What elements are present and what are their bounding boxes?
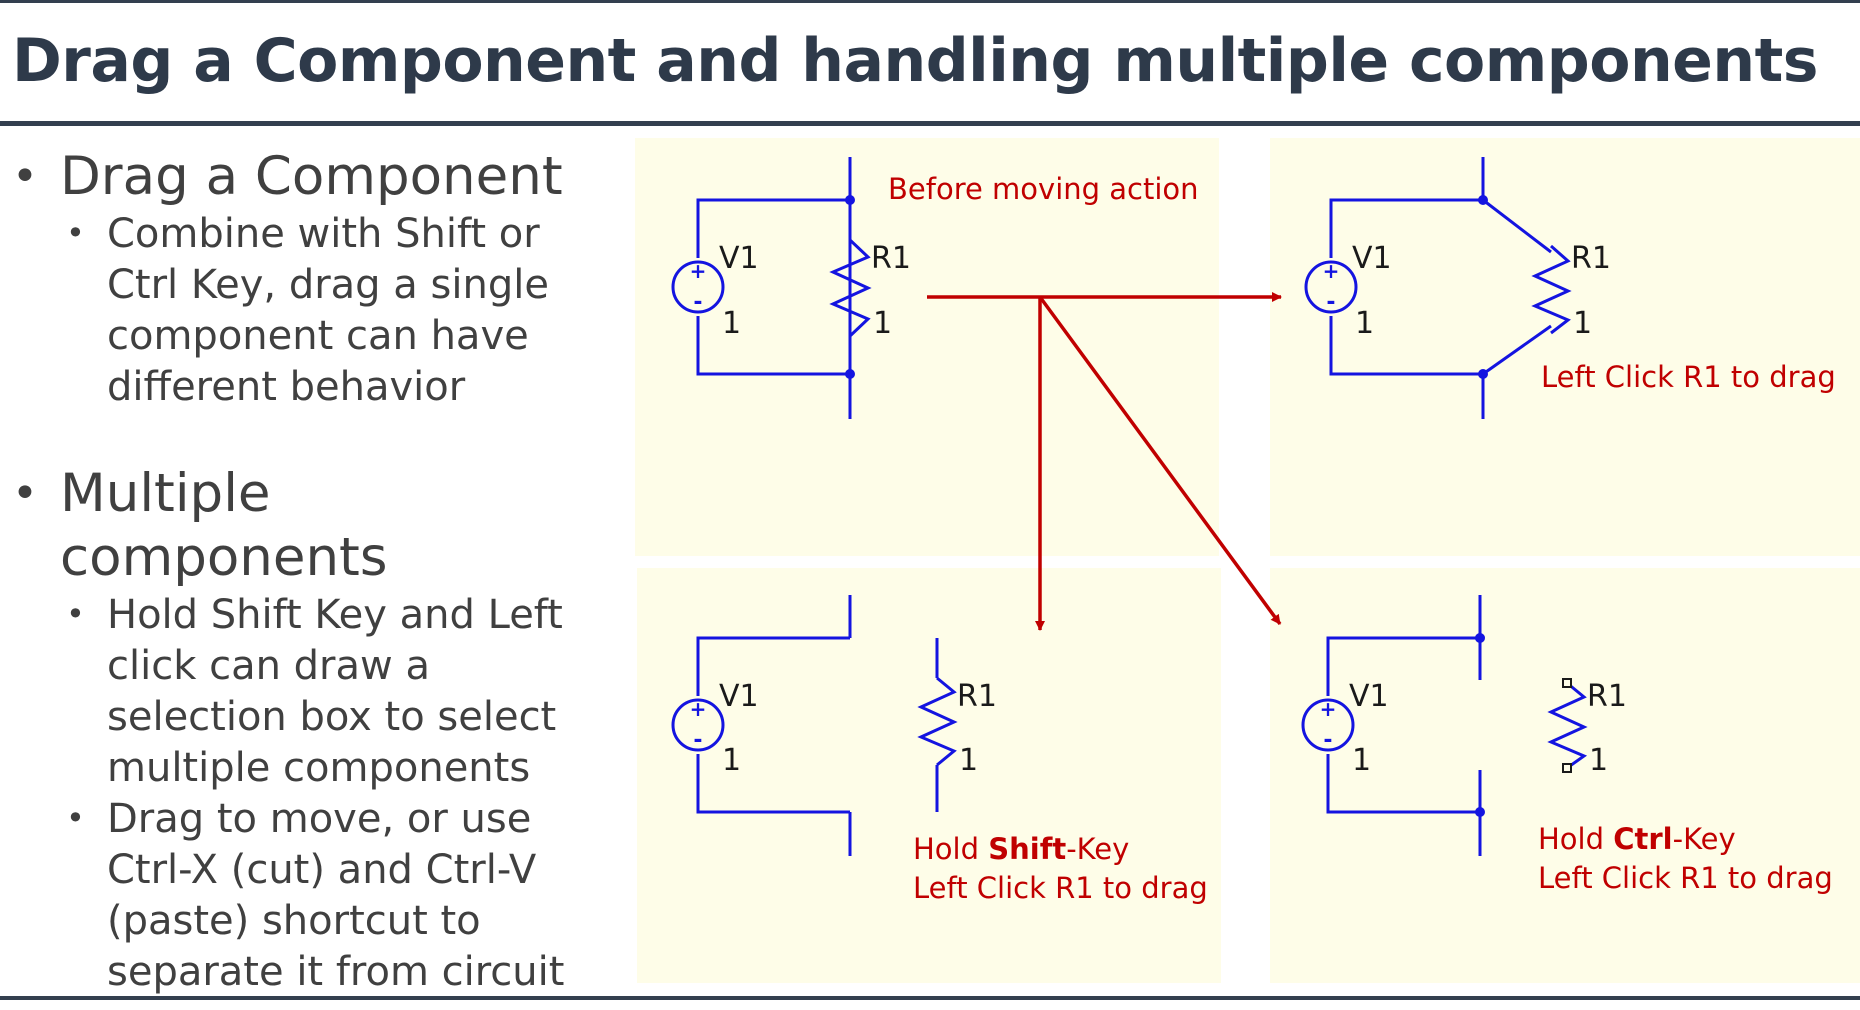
text-line: Drag to move, or use bbox=[107, 796, 532, 842]
resistor-value: 1 bbox=[873, 306, 892, 341]
voltage-source-icon: + - bbox=[1301, 697, 1355, 753]
text-line: selection box to select bbox=[107, 694, 557, 740]
source-label: V1 bbox=[719, 241, 759, 276]
svg-text:-: - bbox=[1323, 728, 1332, 753]
svg-text:-: - bbox=[693, 728, 702, 753]
bullet-drag-component: Drag a Component bbox=[10, 145, 610, 209]
text-line: multiple components bbox=[107, 745, 531, 791]
caption-before: Before moving action bbox=[888, 172, 1199, 206]
slide-title: Drag a Component and handling multiple c… bbox=[12, 26, 1818, 96]
bullet-list: Drag a Component Combine with Shift or C… bbox=[10, 145, 610, 998]
voltage-source-icon: + - bbox=[671, 259, 725, 315]
svg-text:-: - bbox=[1326, 290, 1335, 315]
circuit-left-click: + - V1 1 R1 1 Left Click R1 to drag bbox=[1304, 157, 1836, 419]
source-value: 1 bbox=[722, 306, 741, 341]
text-line: separate it from circuit bbox=[107, 949, 565, 995]
circuit-before: + - V1 1 R1 1 Before moving action bbox=[671, 157, 1199, 419]
source-value: 1 bbox=[1355, 306, 1374, 341]
selection-handle-icon bbox=[1562, 678, 1572, 688]
resistor-icon bbox=[1547, 681, 1588, 770]
sub-bullet-selection-box: Hold Shift Key and Left click can draw a… bbox=[10, 589, 610, 794]
text-line: Ctrl Key, drag a single bbox=[107, 262, 549, 308]
bottom-rule bbox=[0, 996, 1860, 1000]
caption-shift-line2: Left Click R1 to drag bbox=[913, 871, 1208, 905]
voltage-source-icon: + - bbox=[1304, 259, 1358, 315]
selection-handle-icon bbox=[1562, 763, 1572, 773]
text-line: Ctrl-X (cut) and Ctrl-V bbox=[107, 847, 537, 893]
source-label: V1 bbox=[719, 679, 759, 714]
top-rule bbox=[0, 0, 1860, 3]
resistor-label: R1 bbox=[1571, 241, 1611, 276]
svg-text:+: + bbox=[690, 259, 707, 283]
text-line: (paste) shortcut to bbox=[107, 898, 481, 944]
resistor-label: R1 bbox=[957, 679, 997, 714]
caption-shift-line1: Hold Shift-Key bbox=[913, 832, 1129, 866]
panel-left-click bbox=[1270, 138, 1860, 556]
resistor-icon bbox=[829, 238, 872, 338]
caption-ctrl-line1: Hold Ctrl-Key bbox=[1538, 822, 1736, 856]
text-line: component can have bbox=[107, 313, 529, 359]
sub-bullet-cut-paste: Drag to move, or use Ctrl-X (cut) and Ct… bbox=[10, 793, 610, 998]
caption-ctrl-line2: Left Click R1 to drag bbox=[1538, 861, 1833, 895]
source-value: 1 bbox=[1352, 743, 1371, 778]
resistor-value: 1 bbox=[1589, 743, 1608, 778]
svg-text:+: + bbox=[1320, 697, 1337, 721]
text-line: click can draw a bbox=[107, 643, 430, 689]
source-label: V1 bbox=[1352, 241, 1392, 276]
title-underline bbox=[0, 121, 1860, 126]
resistor-value: 1 bbox=[1573, 306, 1592, 341]
caption-left-click: Left Click R1 to drag bbox=[1541, 360, 1836, 394]
arrow-to-ctrl-drag bbox=[1038, 295, 1282, 626]
circuit-shift-drag: + - V1 1 R1 1 Hold Shift-Key Left Click … bbox=[671, 595, 1208, 905]
source-label: V1 bbox=[1349, 679, 1389, 714]
text-line: Combine with Shift or bbox=[107, 211, 540, 257]
text-line: Hold Shift Key and Left bbox=[107, 592, 563, 638]
resistor-icon bbox=[917, 676, 958, 767]
svg-text:+: + bbox=[1323, 259, 1340, 283]
panel-before bbox=[635, 138, 1219, 556]
circuit-ctrl-drag: + - V1 1 R1 1 Hold Ctrl-Key Left Click R… bbox=[1301, 595, 1833, 895]
resistor-icon bbox=[1531, 244, 1572, 335]
sub-bullet-combine-keys: Combine with Shift or Ctrl Key, drag a s… bbox=[10, 208, 610, 413]
resistor-label: R1 bbox=[871, 241, 911, 276]
svg-text:-: - bbox=[693, 290, 702, 315]
source-value: 1 bbox=[722, 743, 741, 778]
svg-text:+: + bbox=[690, 697, 707, 721]
text-line: different behavior bbox=[107, 364, 466, 410]
bullet-multiple-components: Multiple components bbox=[10, 462, 610, 590]
transition-arrows bbox=[927, 292, 1282, 631]
resistor-value: 1 bbox=[959, 743, 978, 778]
voltage-source-icon: + - bbox=[671, 697, 725, 753]
resistor-label: R1 bbox=[1587, 679, 1627, 714]
